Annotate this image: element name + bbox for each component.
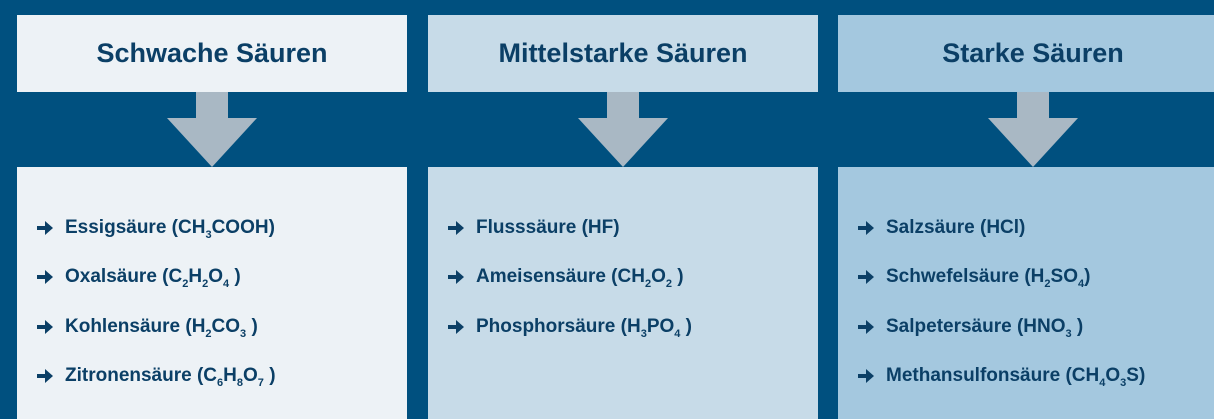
acid-name: Kohlensäure (H2CO3 ) — [65, 315, 258, 340]
acid-list: Salzsäure (HCl) Schwefelsäure (H2SO4) Sa… — [838, 167, 1214, 419]
subscript: 2 — [665, 278, 672, 291]
list-item: Oxalsäure (C2H2O4 ) — [37, 253, 407, 303]
text-segment: SO — [1050, 266, 1078, 288]
list-item: Kohlensäure (H2CO3 ) — [37, 302, 407, 352]
text-segment: ) — [246, 315, 258, 337]
arrow-right-icon — [448, 319, 464, 334]
text-segment: COOH) — [211, 216, 275, 238]
acid-name: Salzsäure (HCl) — [886, 217, 1025, 239]
text-segment: Flusssäure (HF) — [476, 216, 620, 238]
text-segment: O — [651, 266, 666, 288]
acid-name: Ameisensäure (CH2O2 ) — [476, 266, 684, 291]
column-title: Schwache Säuren — [96, 38, 328, 68]
arrow-right-icon — [448, 270, 464, 285]
text-segment: Ameisensäure (CH — [476, 266, 645, 288]
acid-name: Flusssäure (HF) — [476, 217, 620, 239]
column-header: Schwache Säuren — [17, 15, 407, 92]
column-medium-acids: Mittelstarke Säuren Flusssäure (HF) Amei… — [428, 0, 818, 419]
text-segment: Kohlensäure (H — [65, 315, 206, 337]
text-segment: Salpetersäure (HNO — [886, 315, 1066, 337]
text-segment: O — [1105, 365, 1121, 387]
arrow-right-icon — [858, 319, 874, 334]
arrow-right-icon — [37, 220, 53, 235]
list-item: Flusssäure (HF) — [448, 203, 818, 253]
column-header: Mittelstarke Säuren — [428, 15, 818, 92]
arrow-right-icon — [858, 270, 874, 285]
text-segment: H — [188, 266, 203, 288]
text-segment: CO — [211, 315, 241, 337]
column-header: Starke Säuren — [838, 15, 1214, 92]
arrow-right-icon — [858, 220, 874, 235]
subscript: 2 — [644, 278, 652, 291]
text-segment: ) — [680, 315, 693, 337]
text-segment: ) — [263, 365, 276, 387]
subscript: 2 — [205, 327, 212, 340]
subscript: 7 — [257, 377, 264, 390]
text-segment: Zitronensäure (C — [65, 365, 218, 387]
subscript: 3 — [205, 228, 212, 241]
subscript: 3 — [1120, 377, 1127, 390]
subscript: 4 — [674, 327, 681, 340]
text-segment: S) — [1126, 365, 1146, 387]
subscript: 4 — [1099, 377, 1106, 390]
text-segment: Methansulfonsäure (CH — [886, 365, 1100, 387]
acid-list: Flusssäure (HF) Ameisensäure (CH2O2 ) Ph… — [428, 167, 818, 419]
subscript: 4 — [223, 278, 230, 291]
text-segment: O — [243, 365, 258, 387]
arrow-right-icon — [37, 319, 53, 334]
list-item: Essigsäure (CH3COOH) — [37, 203, 407, 253]
arrow-down-icon — [167, 92, 257, 167]
subscript: 8 — [236, 377, 244, 390]
arrow-right-icon — [858, 369, 874, 384]
text-segment: Oxalsäure (C — [65, 266, 183, 288]
subscript: 2 — [182, 278, 189, 291]
acid-name: Methansulfonsäure (CH4O3S) — [886, 365, 1146, 390]
column-title: Starke Säuren — [942, 38, 1124, 68]
subscript: 2 — [202, 278, 209, 291]
text-segment: ) — [229, 266, 241, 288]
arrow-down-icon — [578, 92, 668, 167]
list-item: Ameisensäure (CH2O2 ) — [448, 253, 818, 303]
text-segment: Salzsäure (HCl) — [886, 216, 1026, 238]
list-item: Salpetersäure (HNO3 ) — [858, 302, 1214, 352]
acid-name: Salpetersäure (HNO3 ) — [886, 315, 1084, 340]
arrow-down-icon — [988, 92, 1078, 167]
acid-name: Schwefelsäure (H2SO4) — [886, 266, 1091, 291]
subscript: 3 — [640, 327, 647, 340]
text-segment: O — [208, 266, 223, 288]
text-segment: ) — [1071, 315, 1084, 337]
arrow-right-icon — [37, 270, 53, 285]
list-item: Methansulfonsäure (CH4O3S) — [858, 352, 1214, 402]
list-item: Phosphorsäure (H3PO4 ) — [448, 302, 818, 352]
subscript: 3 — [1065, 327, 1072, 340]
acid-name: Oxalsäure (C2H2O4 ) — [65, 266, 241, 291]
text-segment: ) — [671, 266, 684, 288]
list-item: Salzsäure (HCl) — [858, 203, 1214, 253]
subscript: 6 — [217, 377, 224, 390]
column-strong-acids: Starke Säuren Salzsäure (HCl) Schwefelsä… — [838, 0, 1214, 419]
arrow-right-icon — [448, 220, 464, 235]
acid-name: Zitronensäure (C6H8O7 ) — [65, 365, 276, 390]
text-segment: Essigsäure (CH — [65, 216, 206, 238]
text-segment: Phosphorsäure (H — [476, 315, 641, 337]
column-weak-acids: Schwache Säuren Essigsäure (CH3COOH) Oxa… — [17, 0, 407, 419]
arrow-right-icon — [37, 369, 53, 384]
acid-list: Essigsäure (CH3COOH) Oxalsäure (C2H2O4 )… — [17, 167, 407, 419]
subscript: 4 — [1077, 278, 1085, 291]
list-item: Zitronensäure (C6H8O7 ) — [37, 352, 407, 402]
text-segment: PO — [646, 315, 675, 337]
subscript: 3 — [240, 327, 247, 340]
list-item: Schwefelsäure (H2SO4) — [858, 253, 1214, 303]
text-segment: Schwefelsäure (H — [886, 266, 1045, 288]
subscript: 2 — [1044, 278, 1051, 291]
acid-name: Phosphorsäure (H3PO4 ) — [476, 315, 693, 340]
acid-name: Essigsäure (CH3COOH) — [65, 216, 275, 241]
column-title: Mittelstarke Säuren — [498, 38, 748, 68]
text-segment: H — [223, 365, 237, 387]
text-segment: ) — [1084, 266, 1091, 288]
